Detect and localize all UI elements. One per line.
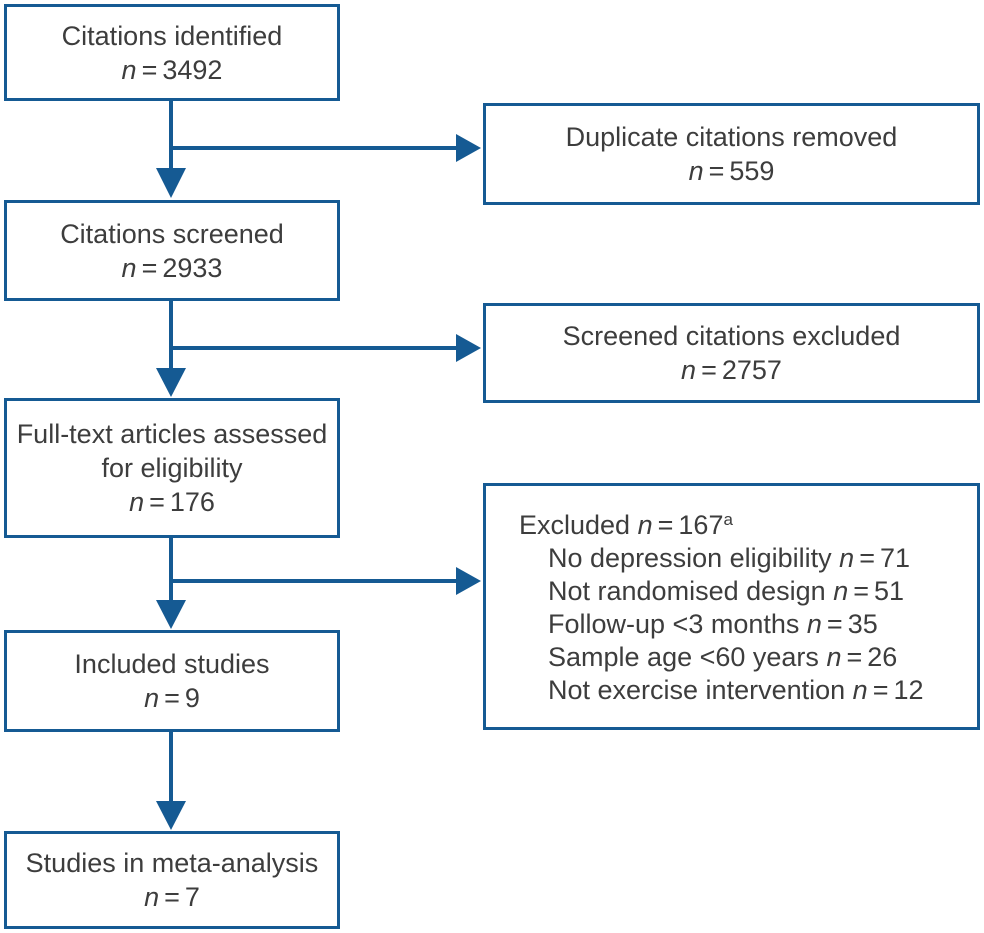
n-symbol: n: [129, 487, 145, 517]
n-symbol: n: [121, 54, 137, 85]
count-value: 35: [847, 609, 878, 639]
n-symbol: n: [839, 543, 855, 573]
exclusion-reason: Not randomised design n=51: [548, 575, 967, 608]
box-count: n=176: [129, 485, 215, 519]
count-value: 12: [893, 675, 924, 705]
count-value: 51: [874, 576, 905, 606]
equals-sign: =: [853, 576, 869, 606]
box-screened-excluded: Screened citations excluded n=2757: [483, 303, 980, 403]
equals-sign: =: [872, 675, 889, 705]
reason-label: No depression eligibility: [548, 543, 832, 573]
exclusion-reason: Sample age <60 years n=26: [548, 641, 967, 674]
equals-sign: =: [141, 54, 158, 85]
reason-label: Follow-up <3 months: [548, 609, 800, 639]
n-symbol: n: [681, 355, 697, 385]
n-symbol: n: [688, 156, 704, 186]
count-value: 167: [678, 510, 724, 540]
box-label: Studies in meta-analysis: [25, 848, 319, 878]
box-count: n=2757: [681, 353, 782, 387]
arrowhead-right-1: [456, 134, 481, 162]
count-value: 9: [184, 683, 200, 713]
box-included-studies: Included studies n=9: [4, 630, 340, 732]
reason-label: Not randomised design: [548, 576, 826, 606]
n-symbol: n: [806, 609, 822, 639]
box-exclusion-reasons: Excluded n=167a No depression eligibilit…: [483, 483, 980, 730]
arrowhead-down-3: [156, 600, 186, 629]
box-meta-analysis: Studies in meta-analysis n=7: [4, 831, 340, 929]
box-count: n=2933: [122, 251, 223, 285]
arrowhead-down-2: [156, 368, 186, 397]
exclusion-reason: Not exercise intervention n=12: [548, 674, 967, 707]
reason-label: Not exercise intervention: [548, 675, 846, 705]
count-value: 176: [169, 487, 215, 517]
n-symbol: n: [144, 882, 160, 912]
equals-sign: =: [164, 683, 180, 713]
exclusion-label: Excluded: [519, 510, 631, 540]
count-value: 2757: [721, 355, 782, 385]
box-fulltext-assessed: Full-text articles assessed for eligibil…: [4, 398, 340, 538]
count-value: 26: [867, 642, 898, 672]
arrowhead-down-1: [156, 168, 186, 198]
reason-label: Sample age <60 years: [548, 642, 819, 672]
n-symbol: n: [852, 675, 868, 705]
exclusion-header: Excluded n=167a: [519, 509, 967, 542]
box-label: Citations screened: [60, 218, 284, 249]
count-value: 559: [729, 156, 775, 186]
box-label: Screened citations excluded: [562, 321, 901, 351]
exclusion-reason: Follow-up <3 months n=35: [548, 608, 967, 641]
box-label: Duplicate citations removed: [565, 122, 898, 152]
box-label: Included studies: [74, 649, 270, 679]
box-count: n=3492: [122, 53, 223, 87]
equals-sign: =: [657, 510, 674, 540]
box-label: Full-text articles assessed for eligibil…: [16, 419, 328, 483]
exclusion-count: n=167a: [638, 510, 733, 540]
n-symbol: n: [144, 683, 160, 713]
box-label: Citations identified: [61, 20, 283, 51]
count-value: 7: [184, 882, 200, 912]
n-symbol: n: [826, 642, 842, 672]
box-citations-screened: Citations screened n=2933: [4, 200, 340, 301]
box-count: n=7: [144, 880, 200, 914]
equals-sign: =: [164, 882, 180, 912]
equals-sign: =: [826, 609, 843, 639]
box-count: n=559: [689, 154, 775, 188]
n-symbol: n: [637, 510, 653, 540]
arrowhead-right-2: [456, 334, 481, 362]
box-duplicates-removed: Duplicate citations removed n=559: [483, 103, 980, 205]
arrowhead-right-3: [456, 567, 481, 595]
n-symbol: n: [121, 252, 137, 283]
equals-sign: =: [846, 642, 863, 672]
count-value: 71: [879, 543, 911, 573]
box-count: n=9: [144, 681, 200, 715]
box-citations-identified: Citations identified n=3492: [4, 4, 340, 101]
equals-sign: =: [141, 252, 158, 283]
equals-sign: =: [701, 355, 717, 385]
equals-sign: =: [859, 543, 875, 573]
count-value: 3492: [162, 54, 223, 85]
arrowhead-down-4: [156, 801, 186, 830]
count-value: 2933: [162, 252, 223, 283]
footnote-marker: a: [723, 510, 733, 529]
exclusion-reason: No depression eligibility n=71: [548, 542, 967, 575]
n-symbol: n: [833, 576, 849, 606]
equals-sign: =: [708, 156, 725, 186]
equals-sign: =: [149, 487, 165, 517]
